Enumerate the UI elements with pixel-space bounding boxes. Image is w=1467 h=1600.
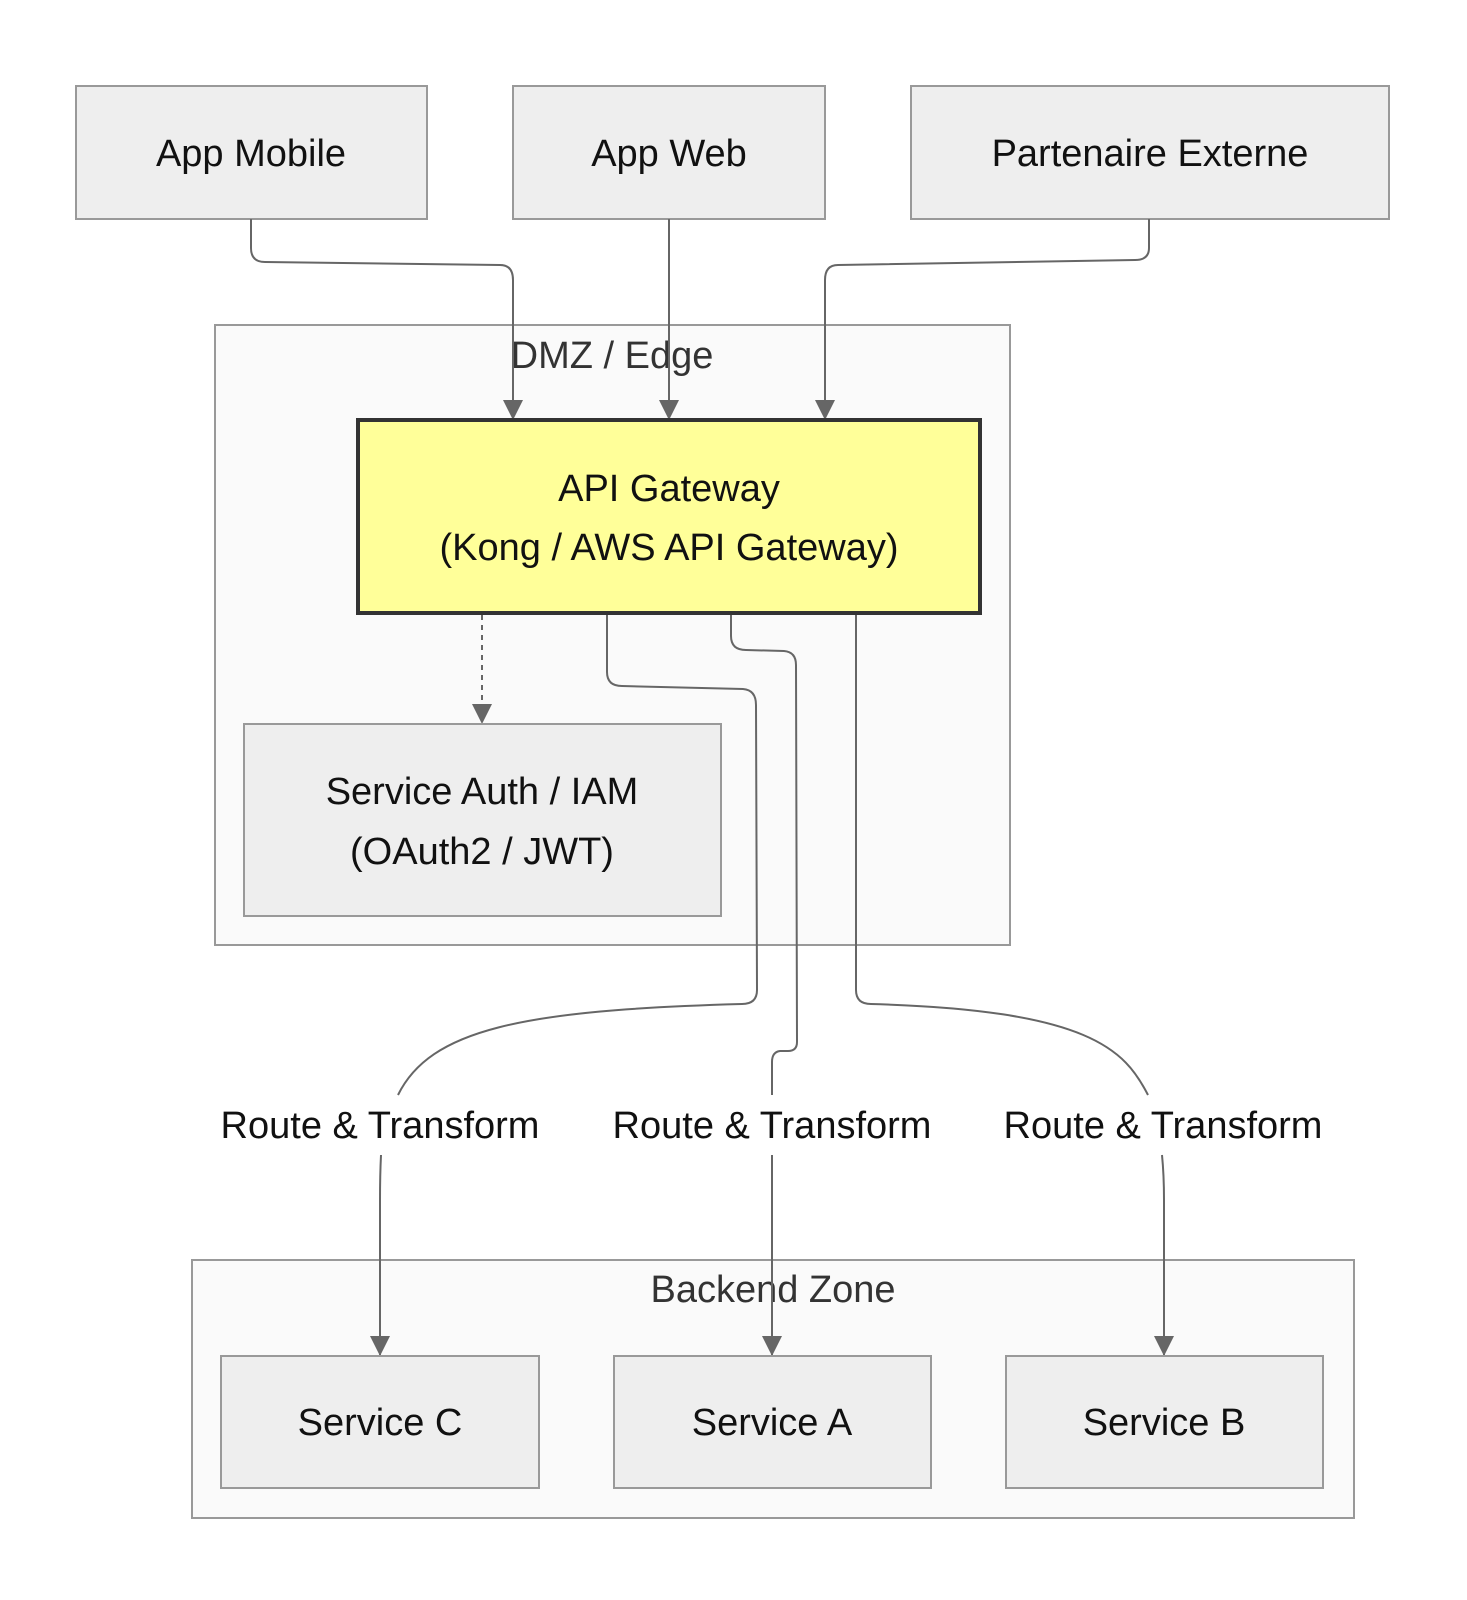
node-app-mobile-label: App Mobile	[156, 133, 346, 175]
node-service-b-label: Service B	[1083, 1402, 1246, 1444]
node-service-a-label: Service A	[692, 1402, 853, 1444]
node-app-web-label: App Web	[591, 133, 747, 175]
node-api-gateway-title: API Gateway	[558, 468, 780, 510]
node-partenaire-externe-label: Partenaire Externe	[992, 133, 1309, 175]
node-service-a[interactable]: Service A	[613, 1355, 932, 1489]
node-service-c[interactable]: Service C	[220, 1355, 540, 1489]
node-service-auth-title: Service Auth / IAM	[326, 771, 639, 813]
cluster-dmz-label: DMZ / Edge	[511, 335, 714, 377]
node-partenaire-externe[interactable]: Partenaire Externe	[910, 85, 1390, 220]
edge-gateway-to-service-a	[730, 615, 799, 1355]
node-api-gateway-subtitle: (Kong / AWS API Gateway)	[439, 527, 898, 569]
node-app-web[interactable]: App Web	[512, 85, 826, 220]
edge-gateway-to-service-c	[380, 615, 759, 1355]
edge-gateway-to-service-b	[855, 615, 1164, 1355]
edge-partner-to-gateway	[815, 219, 1150, 420]
edge-label-service-b: Route & Transform	[1004, 1105, 1323, 1147]
node-service-auth-subtitle: (OAuth2 / JWT)	[350, 831, 614, 873]
edge-label-service-c: Route & Transform	[221, 1105, 540, 1147]
node-service-c-label: Service C	[298, 1402, 463, 1444]
node-service-b[interactable]: Service B	[1005, 1355, 1324, 1489]
node-app-mobile[interactable]: App Mobile	[75, 85, 428, 220]
node-service-auth[interactable]: Service Auth / IAM (OAuth2 / JWT)	[243, 723, 722, 917]
node-api-gateway[interactable]: API Gateway (Kong / AWS API Gateway)	[356, 418, 982, 615]
edge-mobile-to-gateway	[250, 219, 523, 420]
edge-label-service-a: Route & Transform	[613, 1105, 932, 1147]
